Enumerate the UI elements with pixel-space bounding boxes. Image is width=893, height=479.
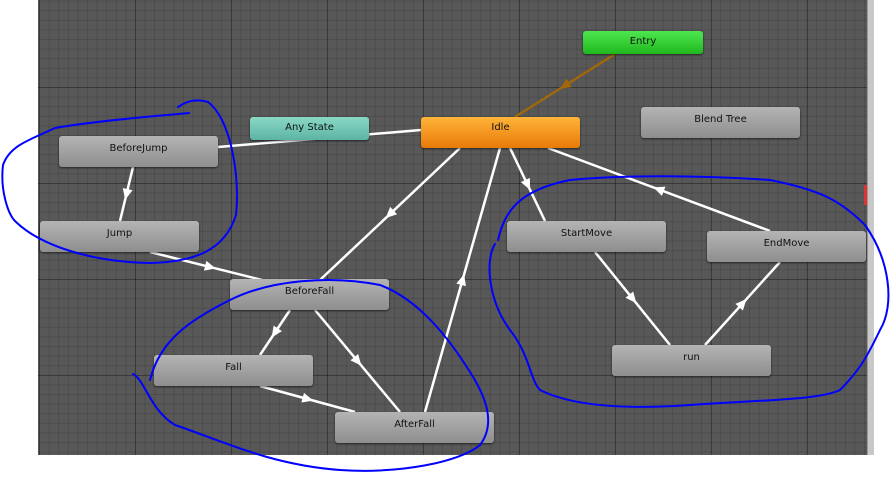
state-afterfall[interactable]: AfterFall	[335, 412, 494, 443]
state-beforejump[interactable]: BeforeJump	[59, 136, 218, 167]
state-fall[interactable]: Fall	[154, 355, 313, 386]
state-startmove[interactable]: StartMove	[507, 221, 666, 252]
transition-arrow-icon	[653, 186, 666, 196]
transition-arrow-icon	[271, 325, 282, 338]
state-any-state[interactable]: Any State	[250, 117, 369, 140]
state-beforefall[interactable]: BeforeFall	[230, 279, 389, 310]
state-jump[interactable]: Jump	[40, 221, 199, 252]
transition-arrow-icon	[456, 274, 466, 287]
state-blend-tree[interactable]: Blend Tree	[641, 107, 800, 138]
state-endmove[interactable]: EndMove	[707, 231, 866, 262]
transition-arrow-icon	[385, 206, 398, 219]
transition-arrow-icon	[520, 177, 531, 190]
state-entry[interactable]: Entry	[583, 31, 703, 54]
state-run[interactable]: run	[612, 345, 771, 376]
transition-arrow-icon	[559, 78, 572, 89]
state-idle[interactable]: Idle	[421, 117, 580, 148]
